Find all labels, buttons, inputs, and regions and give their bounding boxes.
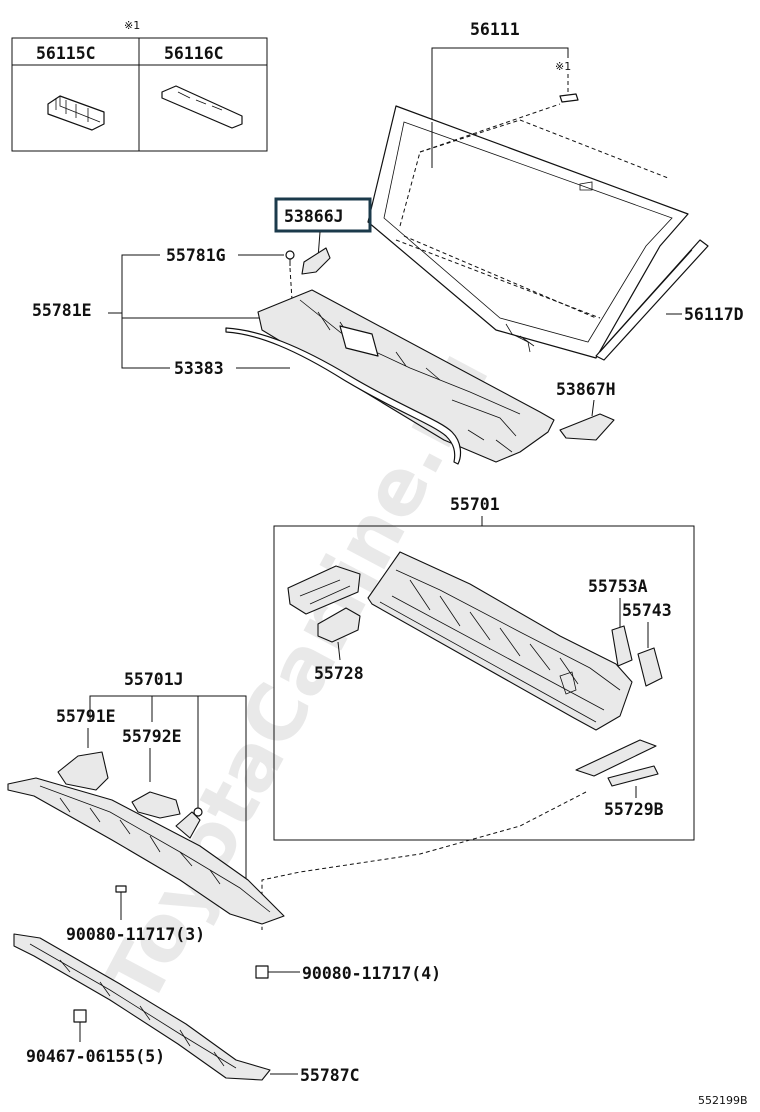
callout-group-left: 55781G 55781E 53383 — [32, 246, 295, 378]
label-55743[interactable]: 55743 — [622, 601, 672, 620]
label-55701J[interactable]: 55701J — [124, 670, 184, 689]
bracket-55753A-part — [611, 625, 633, 667]
label-90080-11717-3[interactable]: 90080-11717(3) — [66, 925, 205, 944]
bracket-55743-part — [637, 647, 663, 687]
panel-55787C: 55787C — [13, 933, 360, 1085]
inset-note-mark: ※1 — [124, 19, 140, 32]
label-55701[interactable]: 55701 — [450, 495, 500, 514]
label-55728[interactable]: 55728 — [314, 664, 364, 683]
cowl-top-panel-55781E-part — [257, 289, 555, 463]
bracket-55728-part — [317, 607, 361, 643]
bracket-upper-left-part — [287, 565, 361, 615]
label-53383[interactable]: 53383 — [174, 359, 224, 378]
cowl-panel-55701J-part — [7, 777, 285, 925]
bracket-53866J-part — [301, 247, 331, 275]
bracket-55792E-part — [131, 791, 181, 819]
bolt-90080-3: 90080-11717(3) — [66, 885, 205, 944]
clip-56116C-part — [161, 85, 243, 129]
diagram-code: 552199B — [698, 1094, 748, 1107]
label-56115C[interactable]: 56115C — [36, 44, 96, 63]
label-53866J[interactable]: 53866J — [284, 207, 344, 226]
seal-53383-part — [225, 327, 462, 465]
bracket-55791E-part — [57, 751, 109, 791]
label-53867H[interactable]: 53867H — [556, 380, 616, 399]
clip-55781G-part — [285, 250, 295, 260]
label-56117D[interactable]: 56117D — [684, 305, 744, 324]
panel-55787C-part — [13, 933, 271, 1081]
brace-55729B-lower-part — [607, 765, 659, 787]
label-55791E[interactable]: 55791E — [56, 707, 116, 726]
label-55753A[interactable]: 55753A — [588, 577, 648, 596]
clip-55792E-part — [175, 811, 201, 839]
bracket-53867H: 53867H — [556, 380, 616, 441]
clip-56115C-part — [47, 95, 105, 131]
label-55787C[interactable]: 55787C — [300, 1066, 360, 1085]
label-55781G[interactable]: 55781G — [166, 246, 226, 265]
label-55781E[interactable]: 55781E — [32, 301, 92, 320]
label-56116C[interactable]: 56116C — [164, 44, 224, 63]
bolt-90080-4: 90080-11717(4) — [255, 964, 441, 983]
label-55792E[interactable]: 55792E — [122, 727, 182, 746]
inset-box: ※1 56115C 56116C — [11, 19, 268, 152]
molding-56117D: 56117D — [595, 239, 744, 361]
label-56111[interactable]: 56111 — [470, 20, 520, 39]
cowl-panel-55701-part — [367, 551, 633, 731]
label-55729B[interactable]: 55729B — [604, 800, 664, 819]
windshield-56111: 56111 ※1 — [367, 20, 689, 359]
windshield-note-mark: ※1 — [555, 60, 571, 73]
panel-group-55701J: 55701J 55791E 55792E — [7, 670, 285, 925]
clip-90467: 90467-06155(5) — [26, 1009, 165, 1066]
brace-55729B-upper-part — [575, 739, 657, 777]
box-55701: 55701 55728 55753A 55743 55729B — [273, 495, 695, 841]
label-90080-11717-4[interactable]: 90080-11717(4) — [302, 964, 441, 983]
label-90467-06155-5[interactable]: 90467-06155(5) — [26, 1047, 165, 1066]
callout-53866J[interactable]: 53866J — [274, 197, 372, 233]
